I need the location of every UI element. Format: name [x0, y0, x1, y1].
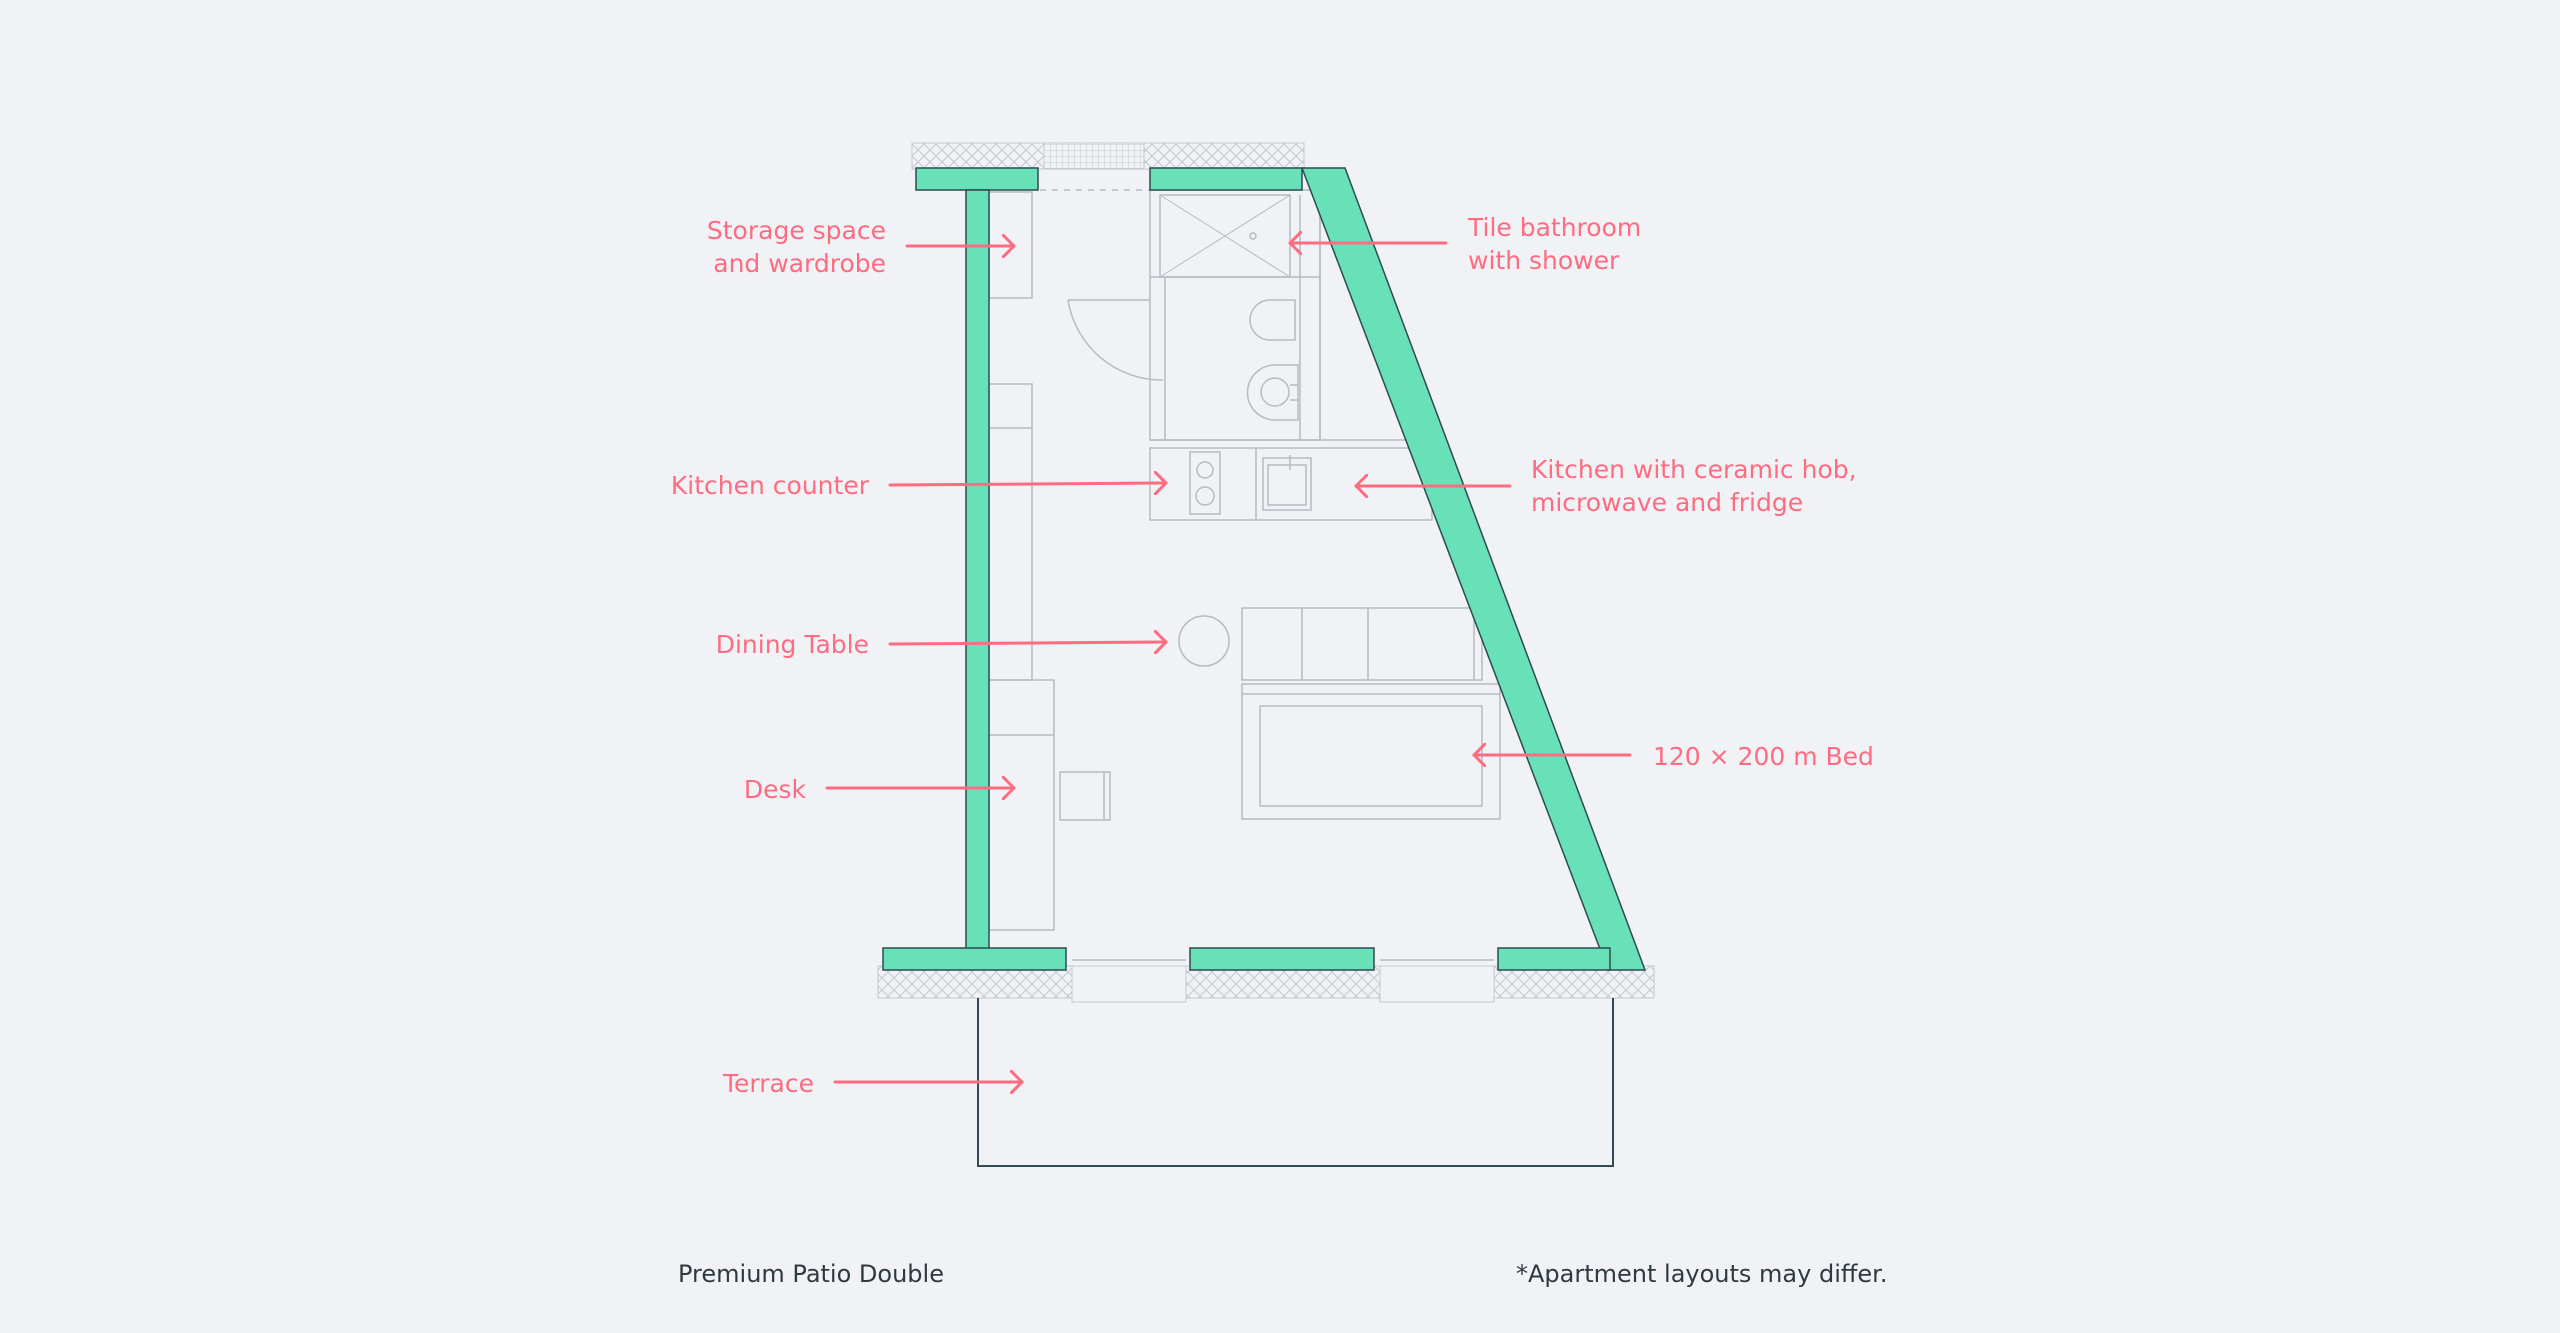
wall-left	[965, 189, 990, 951]
wall-bottom-right	[1497, 947, 1611, 971]
top-exterior-wall	[911, 142, 1305, 170]
label-storage-line1: Storage space	[706, 216, 886, 245]
toilet	[1249, 299, 1296, 341]
ceramic-hob	[1189, 451, 1221, 515]
desk-chair	[1059, 771, 1111, 821]
sofa	[1241, 607, 1483, 681]
dining-table-arrow	[888, 642, 1168, 644]
label-dining-table: Dining Table	[715, 630, 869, 659]
label-desk: Desk	[743, 775, 806, 804]
terrace-outline	[977, 998, 1614, 1167]
label-bed: 120 × 200 m Bed	[1653, 742, 1874, 771]
bottom-exterior-wall	[877, 965, 1655, 1003]
apartment-name: Premium Patio Double	[678, 1260, 944, 1288]
wall-bottom-left	[882, 947, 1067, 971]
wall-top-left	[915, 167, 1039, 191]
label-bathroom-line2: with shower	[1468, 246, 1620, 275]
layout-disclaimer: *Apartment layouts may differ.	[1516, 1260, 1888, 1288]
sink	[1262, 457, 1312, 511]
label-storage: Storage space and wardrobe	[680, 214, 886, 280]
label-kitchen-appliances-line2: microwave and fridge	[1531, 488, 1804, 517]
label-storage-line2: and wardrobe	[713, 249, 886, 278]
label-terrace: Terrace	[723, 1069, 814, 1098]
wall-top-right	[1149, 167, 1303, 191]
label-bathroom-line1: Tile bathroom	[1468, 213, 1642, 242]
label-kitchen-appliances-line1: Kitchen with ceramic hob,	[1531, 455, 1857, 484]
mattress	[1259, 705, 1483, 807]
desk	[988, 679, 1055, 931]
label-kitchen-counter: Kitchen counter	[670, 471, 869, 500]
bed	[1241, 683, 1501, 820]
kitchen-unit	[1149, 447, 1433, 521]
door-swing	[1067, 299, 1164, 381]
label-bathroom: Tile bathroom with shower	[1468, 211, 1641, 277]
dining-table	[1178, 615, 1230, 667]
wall-diagonal	[1300, 167, 1647, 971]
washbasin	[1246, 364, 1299, 421]
wall-bottom-middle	[1189, 947, 1375, 971]
kitchen-counter-arrow	[888, 483, 1168, 485]
label-kitchen-appliances: Kitchen with ceramic hob, microwave and …	[1531, 453, 1857, 519]
